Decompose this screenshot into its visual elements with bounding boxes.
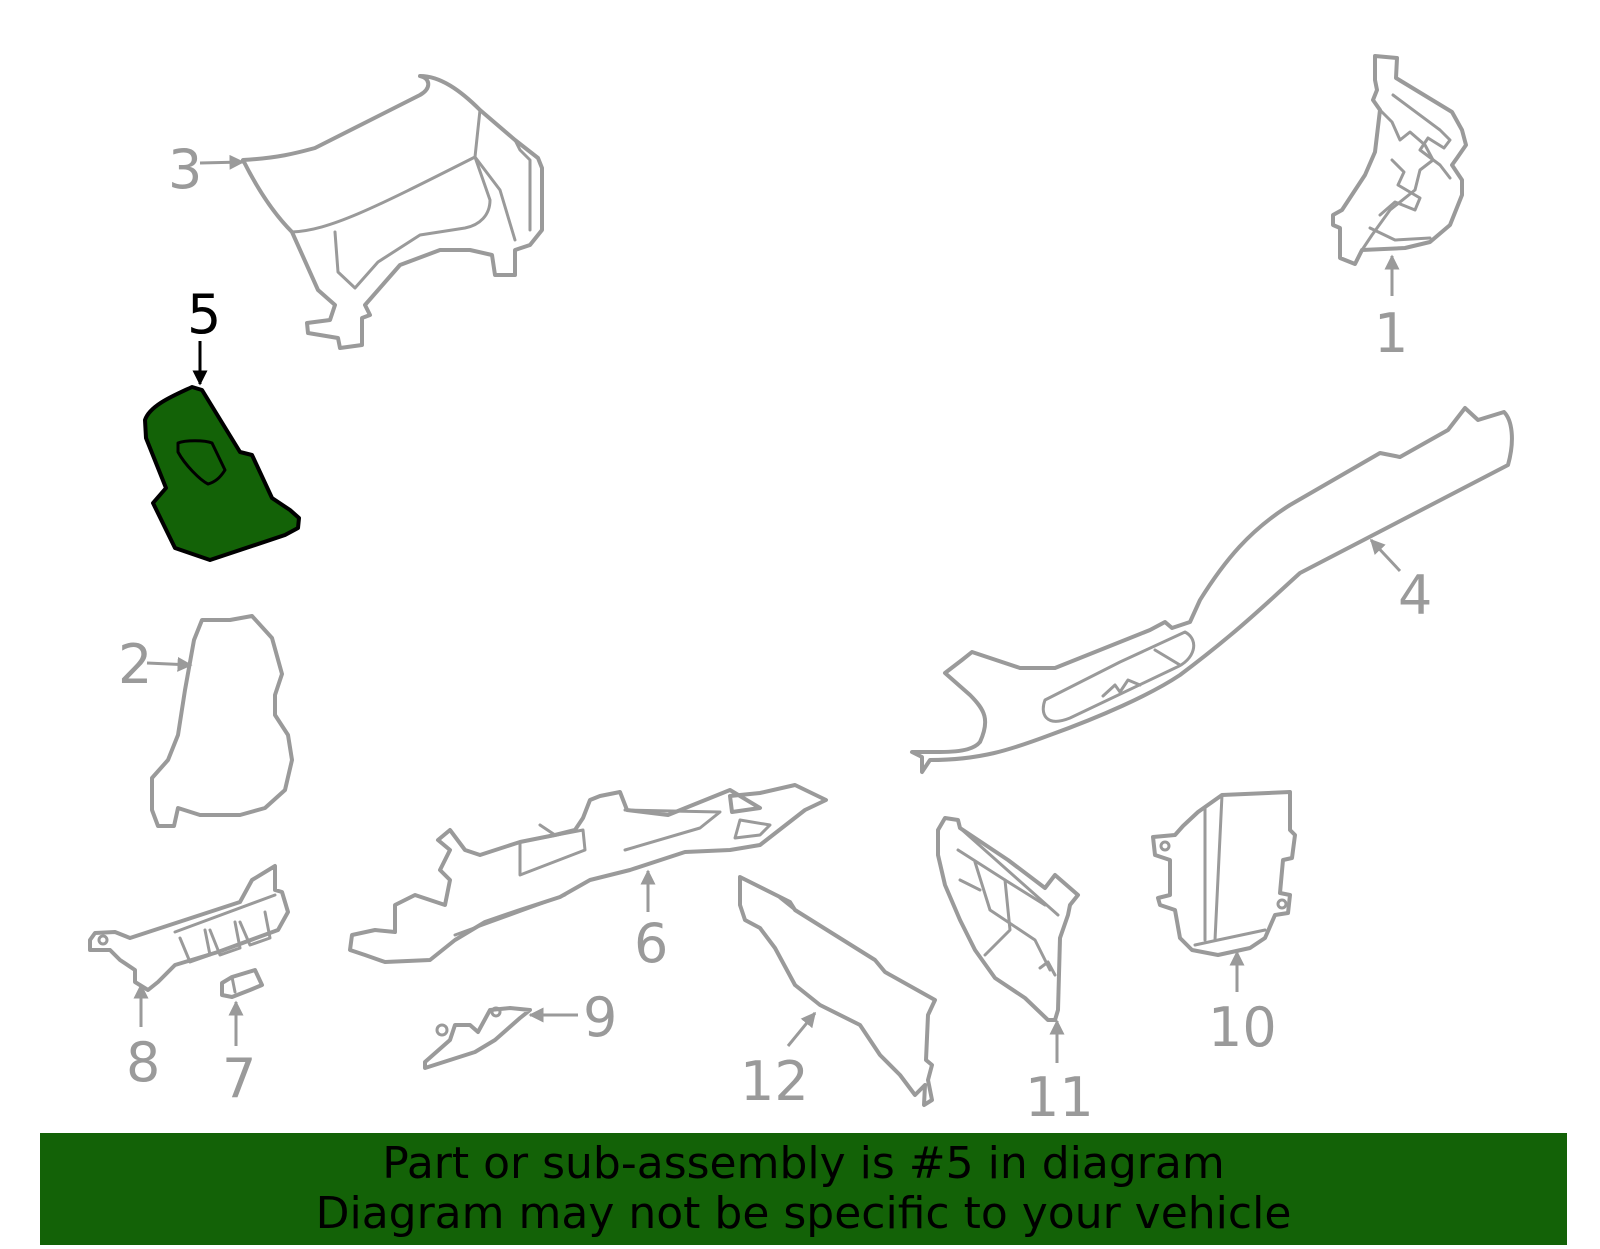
part-12-lower-panel[interactable]	[738, 875, 937, 1107]
callout-7: 7	[222, 1047, 256, 1110]
leader-12	[786, 1011, 817, 1047]
part-5-highlighted-cover[interactable]	[143, 385, 301, 562]
callout-5: 5	[187, 283, 221, 346]
part-6-lower-frame[interactable]	[348, 783, 828, 964]
callout-10: 10	[1208, 996, 1277, 1059]
callout-2: 2	[118, 633, 152, 696]
callout-12: 12	[740, 1050, 809, 1113]
callout-3: 3	[168, 138, 202, 201]
part-8-bracket[interactable]	[88, 864, 290, 992]
callout-6: 6	[634, 912, 668, 975]
callout-8: 8	[126, 1031, 160, 1094]
part-10-trim-piece[interactable]	[1151, 790, 1297, 957]
part-7-clip[interactable]	[220, 968, 264, 999]
info-banner: Part or sub-assembly is #5 in diagram Di…	[40, 1133, 1567, 1245]
part-3-column-cover[interactable]	[241, 74, 544, 350]
callout-11: 11	[1025, 1066, 1094, 1129]
part-1-side-bracket[interactable]	[1331, 54, 1468, 266]
callout-9: 9	[583, 986, 617, 1049]
leader-2	[146, 656, 193, 672]
banner-line-2: Diagram may not be specific to your vehi…	[315, 1188, 1292, 1239]
part-4-cross-member[interactable]	[910, 406, 1514, 774]
leader-4	[1369, 538, 1402, 573]
callout-1: 1	[1374, 302, 1408, 365]
part-9-strip[interactable]	[423, 1006, 532, 1070]
callout-4: 4	[1398, 564, 1432, 627]
part-11-lattice-bracket[interactable]	[936, 816, 1080, 1022]
banner-line-1: Part or sub-assembly is #5 in diagram	[382, 1138, 1225, 1189]
leader-3	[199, 154, 245, 170]
part-2-side-panel[interactable]	[150, 614, 294, 828]
